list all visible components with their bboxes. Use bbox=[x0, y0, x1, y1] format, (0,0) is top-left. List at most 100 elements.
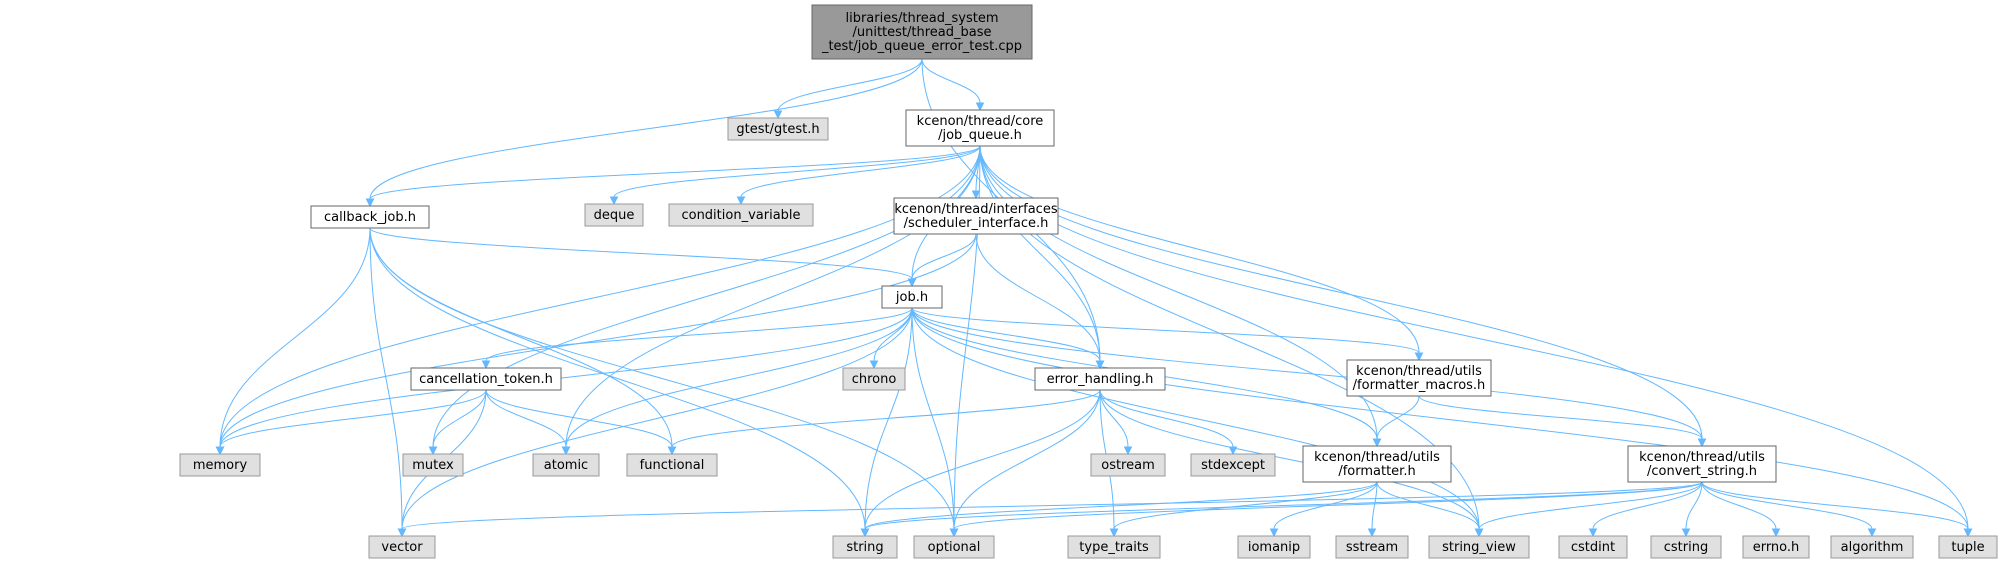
edge-line bbox=[864, 481, 1378, 530]
node-label: /scheduler_interface.h bbox=[904, 216, 1049, 231]
edge-scheduler_interface-to-job bbox=[907, 233, 977, 288]
edge-line bbox=[401, 307, 913, 530]
edge-line bbox=[219, 307, 913, 448]
edge-line bbox=[1701, 481, 1873, 530]
node-box bbox=[626, 453, 718, 477]
edge-arrowhead bbox=[561, 446, 571, 456]
edge-job_queue-to-callback_job bbox=[365, 145, 981, 208]
edge-job-to-cancellation_token bbox=[481, 307, 913, 370]
edge-arrowhead bbox=[1681, 528, 1691, 538]
edge-job_queue-to-formatter bbox=[979, 145, 1382, 448]
edge-formatter-to-string_view bbox=[1376, 481, 1484, 538]
edge-line bbox=[1592, 481, 1703, 530]
edge-line bbox=[1478, 481, 1703, 530]
node-job_queue[interactable]: kcenon/thread/core/job_queue.h bbox=[905, 109, 1055, 147]
node-label: vector bbox=[381, 540, 423, 555]
node-formatter_macros[interactable]: kcenon/thread/utils/formatter_macros.h bbox=[1346, 359, 1492, 397]
edge-arrowhead bbox=[215, 446, 225, 456]
edge-arrowhead bbox=[1095, 360, 1105, 370]
edge-job_queue-to-formatter_macros bbox=[979, 145, 1424, 362]
edge-line bbox=[953, 481, 1703, 530]
edge-job_queue-to-error_handling bbox=[979, 145, 1105, 370]
node-box bbox=[179, 453, 261, 477]
node-label: condition_variable bbox=[681, 208, 800, 223]
edge-line bbox=[975, 233, 1101, 362]
node-label: iomanip bbox=[1248, 540, 1300, 555]
edge-line bbox=[777, 58, 923, 112]
node-job[interactable]: job.h bbox=[881, 285, 943, 309]
node-box bbox=[410, 367, 562, 391]
edge-arrowhead bbox=[860, 528, 870, 538]
edge-arrowhead bbox=[1697, 438, 1707, 448]
edge-line bbox=[485, 389, 673, 448]
node-label: kcenon/thread/interfaces bbox=[894, 202, 1057, 217]
edge-arrowhead bbox=[1963, 528, 1973, 538]
node-convert_string[interactable]: kcenon/thread/utils/convert_string.h bbox=[1627, 445, 1777, 483]
node-scheduler_interface[interactable]: kcenon/thread/interfaces/scheduler_inter… bbox=[893, 197, 1059, 235]
edge-error_handling-to-functional bbox=[667, 389, 1101, 456]
edge-line bbox=[979, 145, 1101, 362]
node-label: errno.h bbox=[1753, 540, 1800, 555]
edge-line bbox=[219, 233, 977, 448]
node-memory: memory bbox=[179, 453, 261, 477]
edge-root-to-gtest bbox=[773, 58, 923, 120]
node-condition_variable: condition_variable bbox=[668, 203, 814, 227]
edge-arrowhead bbox=[1588, 528, 1598, 538]
edge-job-to-error_handling bbox=[911, 307, 1105, 370]
node-label: /job_queue.h bbox=[938, 128, 1022, 143]
edge-line bbox=[1099, 389, 1234, 448]
node-label: chrono bbox=[852, 372, 897, 387]
node-label: error_handling.h bbox=[1047, 372, 1154, 387]
edge-line bbox=[979, 145, 1420, 354]
node-root[interactable]: libraries/thread_system/unittest/thread_… bbox=[811, 4, 1033, 60]
node-atomic: atomic bbox=[532, 453, 600, 477]
node-box bbox=[1938, 535, 1998, 559]
edge-line bbox=[1701, 481, 1969, 530]
edge-job-to-memory bbox=[215, 307, 913, 456]
edge-arrowhead bbox=[949, 528, 959, 538]
node-formatter[interactable]: kcenon/thread/utils/formatter.h bbox=[1302, 445, 1452, 483]
edge-line bbox=[369, 58, 923, 200]
node-box bbox=[1190, 453, 1276, 477]
edge-line bbox=[219, 389, 487, 448]
edge-arrowhead bbox=[773, 110, 783, 120]
node-box bbox=[727, 117, 829, 141]
edge-error_handling-to-stdexcept bbox=[1099, 389, 1238, 456]
edge-job-to-convert_string bbox=[911, 307, 1707, 448]
edge-line bbox=[864, 389, 1101, 530]
node-label: tuple bbox=[1951, 540, 1984, 555]
edge-line bbox=[979, 145, 1378, 440]
node-box bbox=[584, 203, 644, 227]
edge-line bbox=[485, 307, 913, 362]
node-box bbox=[1830, 535, 1914, 559]
edge-callback_job-to-job bbox=[369, 227, 917, 288]
node-box bbox=[1742, 535, 1810, 559]
node-error_handling[interactable]: error_handling.h bbox=[1034, 367, 1166, 391]
edge-arrowhead bbox=[481, 360, 491, 370]
node-cancellation_token[interactable]: cancellation_token.h bbox=[410, 367, 562, 391]
node-box bbox=[1428, 535, 1530, 559]
node-box bbox=[1302, 445, 1452, 483]
node-algorithm: algorithm bbox=[1830, 535, 1914, 559]
node-label: _test/job_queue_error_test.cpp bbox=[821, 39, 1022, 54]
edge-arrowhead bbox=[975, 102, 985, 112]
nodes-layer: libraries/thread_system/unittest/thread_… bbox=[179, 4, 1998, 559]
node-label: kcenon/thread/utils bbox=[1314, 450, 1440, 465]
edge-arrowhead bbox=[869, 360, 879, 370]
edge-arrowhead bbox=[1372, 438, 1382, 448]
edge-error_handling-to-ostream bbox=[1099, 389, 1133, 456]
node-label: /formatter_macros.h bbox=[1353, 378, 1486, 393]
node-box bbox=[310, 205, 430, 229]
node-label: cancellation_token.h bbox=[419, 372, 553, 387]
edge-job_queue-to-convert_string bbox=[979, 145, 1707, 448]
edge-line bbox=[369, 227, 673, 448]
node-callback_job[interactable]: callback_job.h bbox=[310, 205, 430, 229]
edge-line bbox=[369, 227, 403, 530]
node-string: string bbox=[832, 535, 898, 559]
edge-line bbox=[219, 145, 981, 448]
node-label: sstream bbox=[1346, 540, 1398, 555]
node-label: algorithm bbox=[1841, 540, 1904, 555]
edge-line bbox=[671, 389, 1101, 448]
edge-line bbox=[1099, 389, 1129, 448]
node-label: job.h bbox=[895, 290, 928, 305]
